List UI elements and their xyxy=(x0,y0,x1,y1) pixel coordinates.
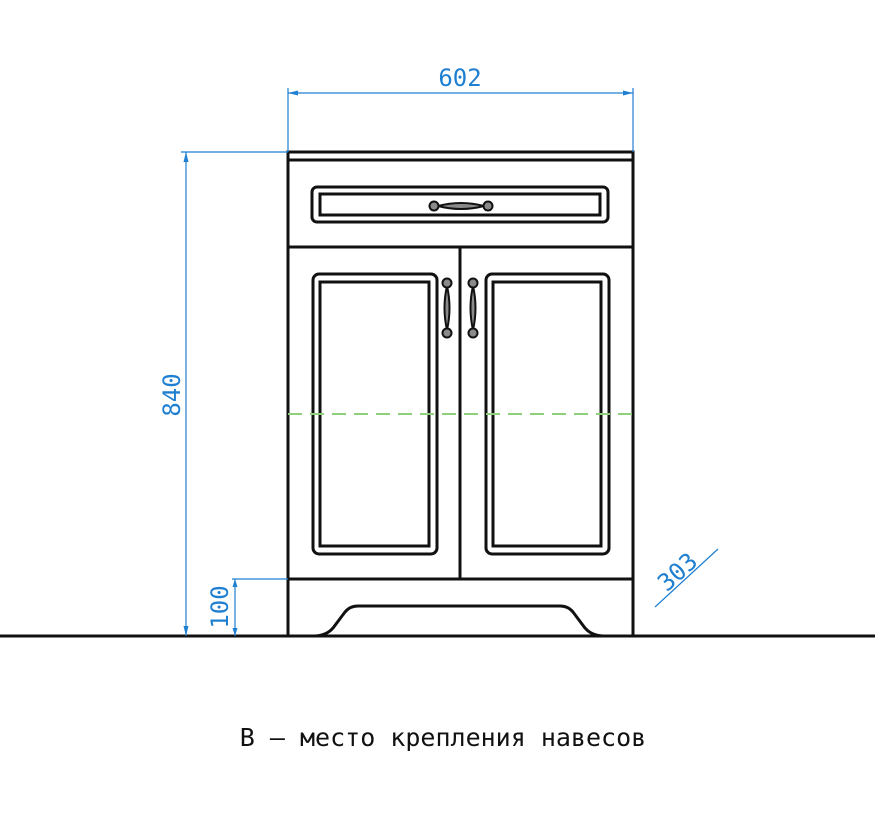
cabinet-body xyxy=(286,158,635,638)
width-dimension xyxy=(287,88,634,152)
depth-label: 303 xyxy=(652,547,703,597)
drawer-panel-inner xyxy=(318,192,602,217)
height-dimension xyxy=(181,151,288,636)
drawer-panel-outer xyxy=(310,185,610,224)
right-door-panel-outer xyxy=(484,272,611,556)
depth-dimension xyxy=(654,548,719,608)
right-door-handle xyxy=(467,277,479,339)
cabinet xyxy=(286,150,635,638)
plinth-arch xyxy=(313,604,605,638)
left-door-panel-outer xyxy=(311,272,439,556)
left-door-handle xyxy=(441,277,453,339)
plinth-dimension xyxy=(232,578,288,636)
caption: В – место крепления навесов xyxy=(240,723,646,752)
height-label: 840 xyxy=(158,373,186,416)
width-label: 602 xyxy=(438,64,481,92)
drawer-handle xyxy=(428,200,494,212)
plinth-label: 100 xyxy=(206,585,234,628)
